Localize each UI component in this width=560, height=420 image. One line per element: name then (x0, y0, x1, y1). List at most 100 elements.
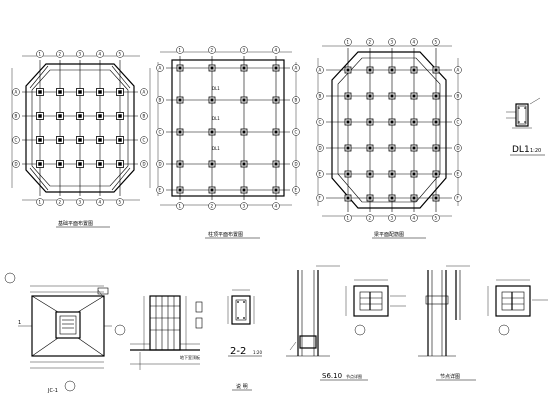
s610-title: S6.10 (322, 372, 342, 380)
beam-tag-1: DL1 (212, 86, 220, 91)
column-core (390, 146, 394, 150)
axis-letter: B (457, 94, 460, 99)
column-core (390, 172, 394, 176)
column-core (346, 196, 350, 200)
column-core (274, 188, 278, 192)
axis-number: 2 (59, 200, 62, 205)
column-core (412, 172, 416, 176)
column-core (178, 66, 182, 70)
axis-bubble (454, 144, 462, 152)
column-core (78, 138, 82, 142)
column-core (38, 138, 42, 142)
column-core (346, 172, 350, 176)
axis-bubble (316, 66, 324, 74)
axis-bubble (316, 118, 324, 126)
column-core (178, 188, 182, 192)
axis-number: 3 (79, 200, 82, 205)
section-22-scale: 1:20 (253, 350, 262, 355)
axis-letter: A (15, 90, 18, 95)
axis-bubble (56, 198, 64, 206)
column-core (118, 114, 122, 118)
node-detail-right: 节点详图 (418, 265, 548, 381)
dl1-title: DL1 (512, 145, 530, 155)
axis-bubble (156, 186, 164, 194)
axis-bubble (140, 136, 148, 144)
column-core (58, 90, 62, 94)
axis-bubble (96, 50, 104, 58)
axis-number: 4 (275, 204, 278, 209)
axis-bubble (432, 214, 440, 222)
column-section: 地下室顶板 (114, 295, 203, 370)
column-core (434, 68, 438, 72)
axis-bubble (292, 186, 300, 194)
axis-number: 5 (119, 52, 122, 57)
dl1-detail: DL1 1:20 (506, 97, 545, 156)
axis-bubble (292, 64, 300, 72)
jc1-title: JC-1 (47, 388, 58, 394)
column-core (368, 68, 372, 72)
axis-bubble (388, 214, 396, 222)
column-core (38, 90, 42, 94)
column-core (274, 130, 278, 134)
axis-letter: B (319, 94, 322, 99)
axis-bubble (454, 92, 462, 100)
beam-tag-2: DL1 (212, 116, 220, 121)
column-core (434, 94, 438, 98)
column-core (412, 196, 416, 200)
axis-number: 1 (39, 52, 42, 57)
column-core (434, 146, 438, 150)
column-core (274, 66, 278, 70)
axis-bubble (292, 128, 300, 136)
axis-bubble (12, 88, 20, 96)
column-core (58, 114, 62, 118)
column-core (434, 172, 438, 176)
column-core (78, 114, 82, 118)
axis-letter: E (319, 172, 322, 177)
section-22-title: 2-2 (230, 346, 246, 357)
column-core (118, 138, 122, 142)
column-core (210, 66, 214, 70)
column-core (368, 172, 372, 176)
axis-bubble (366, 214, 374, 222)
column-core (58, 162, 62, 166)
axis-number: 4 (413, 40, 416, 45)
beam-tag-3: DL1 (212, 146, 220, 151)
axis-bubble (240, 202, 248, 210)
column-core (242, 162, 246, 166)
axis-bubble (454, 170, 462, 178)
axis-bubble (272, 46, 280, 54)
axis-number: 5 (119, 200, 122, 205)
axis-number: 5 (435, 216, 438, 221)
column-core (78, 90, 82, 94)
axis-letter: E (295, 188, 298, 193)
axis-letter: E (457, 172, 460, 177)
column-core (274, 98, 278, 102)
axis-letter: E (159, 188, 162, 193)
axis-bubble (344, 38, 352, 46)
axis-letter: A (159, 66, 162, 71)
column-core (98, 138, 102, 142)
axis-letter: F (319, 196, 322, 201)
column-core (368, 146, 372, 150)
axis-bubble (432, 38, 440, 46)
column-core (210, 188, 214, 192)
column-core (98, 114, 102, 118)
axis-letter: D (319, 146, 322, 151)
axis-letter: D (15, 162, 18, 167)
axis-number: 2 (369, 216, 372, 221)
column-core (178, 162, 182, 166)
plan1-caption: 基础平面布置图 (58, 220, 93, 227)
axis-number: 5 (435, 40, 438, 45)
column-core (412, 94, 416, 98)
column-core (390, 94, 394, 98)
axis-bubble (156, 128, 164, 136)
axis-bubble (316, 194, 324, 202)
column-core (346, 94, 350, 98)
column-core (118, 162, 122, 166)
axis-bubble (12, 136, 20, 144)
right-caption: 节点详图 (440, 373, 460, 380)
column-core (210, 162, 214, 166)
axis-letter: A (319, 68, 322, 73)
